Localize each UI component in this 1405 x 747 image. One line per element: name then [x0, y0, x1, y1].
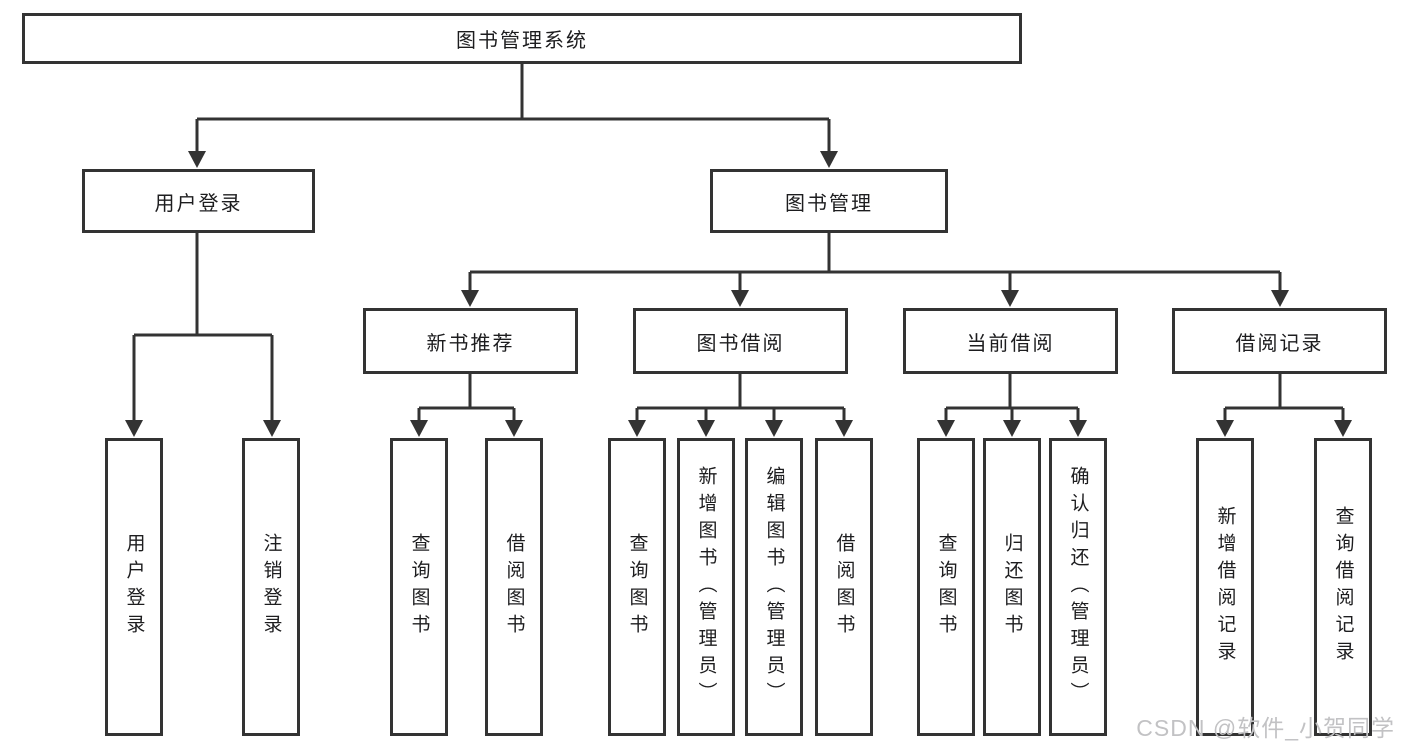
leaf-borrowing-borrow-books: 借阅图书	[815, 438, 873, 736]
node-borrowing-records: 借阅记录	[1172, 308, 1387, 374]
leaf-borrowing-edit-books-admin: 编辑图书（管理员）	[745, 438, 803, 736]
node-book-management: 图书管理	[710, 169, 948, 233]
leaf-user-login: 用户登录	[105, 438, 163, 736]
leaf-current-return-books: 归还图书	[983, 438, 1041, 736]
node-library-management-system: 图书管理系统	[22, 13, 1022, 64]
leaf-newbooks-query-books: 查询图书	[390, 438, 448, 736]
leaf-records-query-borrow-record: 查询借阅记录	[1314, 438, 1372, 736]
leaf-current-confirm-return-admin: 确认归还（管理员）	[1049, 438, 1107, 736]
leaf-records-add-borrow-record: 新增借阅记录	[1196, 438, 1254, 736]
leaf-newbooks-borrow-books: 借阅图书	[485, 438, 543, 736]
node-user-login: 用户登录	[82, 169, 315, 233]
node-book-borrowing: 图书借阅	[633, 308, 848, 374]
csdn-watermark: CSDN @软件_小贺同学	[1136, 715, 1395, 741]
leaf-borrowing-query-books: 查询图书	[608, 438, 666, 736]
node-current-borrowing: 当前借阅	[903, 308, 1118, 374]
arrowhead-icons	[125, 151, 1352, 437]
connector-edges	[132, 64, 1345, 422]
leaf-current-query-books: 查询图书	[917, 438, 975, 736]
leaf-logout: 注销登录	[242, 438, 300, 736]
node-new-book-recommend: 新书推荐	[363, 308, 578, 374]
leaf-borrowing-add-books-admin: 新增图书（管理员）	[677, 438, 735, 736]
